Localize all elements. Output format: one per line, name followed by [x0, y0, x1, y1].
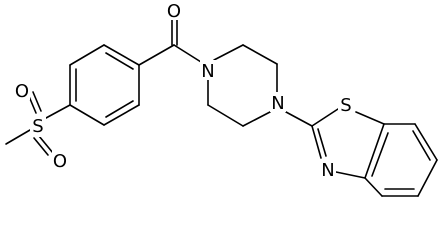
- bond-s-o-bottom-b: [38, 135, 54, 154]
- bond-c2-n-b: [317, 128, 327, 157]
- bond-pip-e: [207, 104, 244, 127]
- atom-labels: O O S O N N S N: [14, 0, 354, 181]
- bond-ring1-b: [103, 104, 140, 126]
- bond-c7a-c3a: [364, 123, 385, 179]
- bond-pip-a: [213, 44, 244, 61]
- bond-methyl-s: [5, 129, 31, 145]
- bond-s-o-top-b: [32, 91, 42, 112]
- molecule-drawing: O O S O N N S N: [5, 0, 438, 197]
- bond-carbonyl-n: [173, 44, 202, 63]
- bond-benzo-b: [414, 123, 438, 161]
- bond-n-c2: [285, 111, 313, 127]
- bond-ring1-d: [103, 44, 140, 66]
- atom-n-thiazole: N: [321, 160, 334, 181]
- bond-ring1-a: [69, 104, 105, 126]
- bond-benzo-inner-a: [412, 130, 431, 161]
- bond-ring1-inner-b: [105, 52, 134, 70]
- atom-o-sulfone-bottom: O: [53, 151, 67, 172]
- bond-ring1-inner-a: [105, 100, 134, 118]
- atom-n-piperazine-upper: N: [201, 61, 214, 82]
- bond-s-o-bottom-a: [33, 137, 49, 156]
- atom-o-carbonyl: O: [167, 1, 181, 22]
- bond-c2-s: [311, 108, 339, 127]
- bond-c2-n-a: [311, 125, 322, 159]
- bond-benzo-inner-c: [371, 132, 389, 177]
- bond-benzo-c: [417, 159, 438, 197]
- bond-benzo-e: [364, 177, 383, 197]
- atom-n-piperazine-lower: N: [271, 93, 284, 114]
- structure-canvas: O O S O N N S N: [5, 0, 438, 197]
- bond-ring1-e: [69, 44, 105, 66]
- atom-s-sulfonyl: S: [32, 116, 43, 137]
- bond-lines: [5, 18, 438, 197]
- bond-s-c7a: [355, 111, 385, 125]
- bond-s-aryl: [45, 104, 71, 119]
- bond-pip-b: [242, 44, 278, 65]
- atom-s-thiazole: S: [340, 95, 351, 116]
- bond-aryl-carbonyl: [138, 44, 175, 66]
- atom-o-sulfone-top: O: [15, 81, 29, 102]
- bond-n-c3a: [335, 171, 366, 179]
- bond-pip-d: [242, 111, 271, 127]
